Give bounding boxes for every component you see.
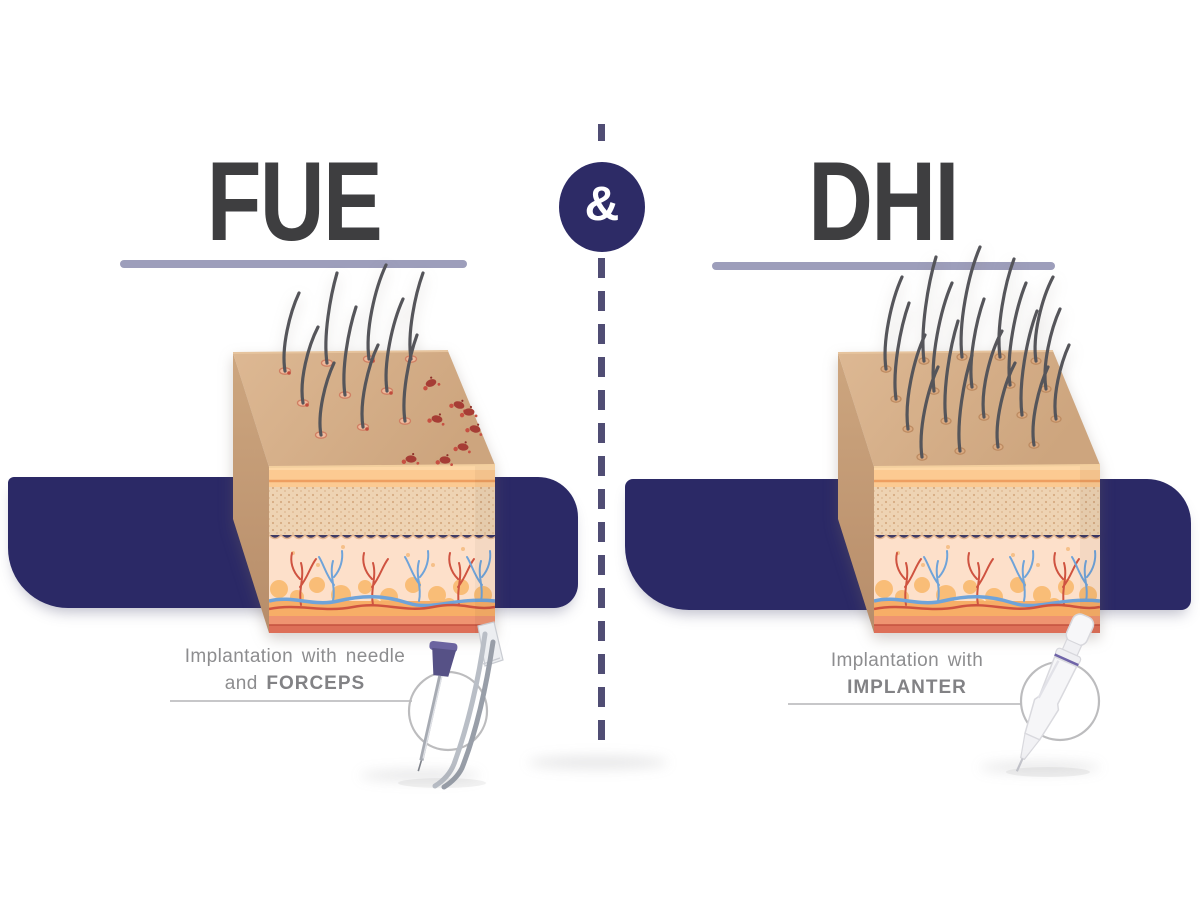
fue-caption-forceps: FORCEPS — [266, 673, 366, 694]
fue-caption: Implantation with needle and FORCEPS — [130, 643, 460, 697]
fue-title: FUE — [206, 138, 383, 264]
needle-icon — [417, 640, 458, 772]
floor-shadow — [528, 756, 668, 769]
dhi-skin-block-illustration — [837, 245, 1101, 633]
ampersand-text: & — [584, 177, 620, 231]
fue-caption-line2-prefix: and — [224, 673, 267, 694]
fue-skin-block-illustration — [232, 263, 496, 633]
dhi-caption: Implantation with IMPLANTER — [742, 647, 1072, 701]
divider-dashed-line — [598, 258, 605, 746]
wound-mark — [465, 423, 483, 436]
wound-mark — [459, 405, 478, 418]
fue-title-underline — [120, 260, 467, 268]
floor-shadow — [980, 762, 1100, 773]
fue-caption-rule — [170, 700, 412, 702]
dhi-caption-rule — [788, 703, 1021, 705]
dhi-caption-implanter: IMPLANTER — [847, 677, 967, 698]
wound-mark — [423, 376, 441, 391]
floor-shadow — [360, 770, 480, 781]
fue-caption-line1: Implantation with needle — [184, 646, 406, 667]
forceps-icon — [432, 621, 504, 790]
implanter-pen-body — [1015, 613, 1095, 772]
divider-dash-segment — [598, 124, 605, 141]
dhi-title-underline — [712, 262, 1055, 270]
wound-mark — [401, 452, 420, 465]
wound-mark — [453, 441, 471, 454]
dhi-title: DHI — [808, 138, 959, 264]
wound-mark — [427, 413, 445, 426]
needle-and-forceps-icon — [398, 621, 504, 790]
dhi-caption-line1: Implantation with — [830, 650, 984, 671]
implanter-pen-icon — [1006, 613, 1101, 777]
wound-mark — [435, 454, 454, 466]
wound-mark — [449, 399, 466, 413]
ampersand-badge: & — [559, 162, 645, 252]
